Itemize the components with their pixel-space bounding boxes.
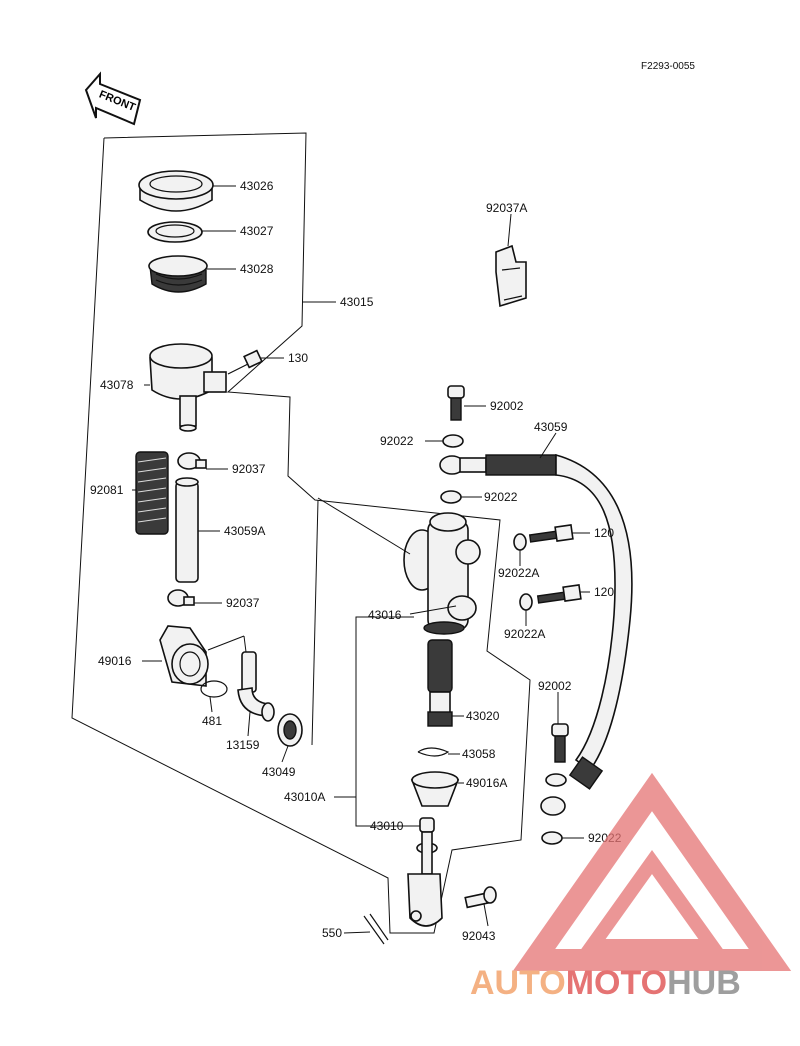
label-43028: 43028 [240, 262, 274, 276]
label-43059a: 43059A [224, 524, 265, 538]
label-92043: 92043 [462, 929, 496, 943]
front-arrow-icon: FRONT [84, 71, 142, 126]
part-43026-cap [138, 170, 214, 212]
leader-lines [132, 185, 590, 934]
part-92081-spring [135, 451, 169, 535]
label-92037-top: 92037 [232, 462, 266, 476]
label-43020: 43020 [466, 709, 500, 723]
label-43058: 43058 [462, 747, 496, 761]
part-92022-bottom-washer-b [541, 831, 563, 845]
label-92022a-bottom: 92022A [504, 627, 545, 641]
part-43027-plate [147, 221, 203, 243]
assembly-outline-43016 [311, 499, 319, 746]
part-92022-top-washer [442, 434, 464, 448]
watermark-triangle-icon [512, 772, 792, 971]
label-43026: 43026 [240, 179, 274, 193]
part-120-top-bolt [528, 524, 574, 543]
label-120-bottom: 120 [594, 585, 614, 599]
label-49016a: 49016A [466, 776, 507, 790]
part-92037-bottom-clamp [167, 589, 195, 607]
label-43078: 43078 [100, 378, 134, 392]
part-43059-hose [439, 453, 633, 816]
part-92037-top-clamp [177, 452, 207, 470]
watermark-text: AUTOMOTOHUB [470, 964, 741, 1002]
label-550: 550 [322, 926, 342, 940]
label-43015: 43015 [340, 295, 374, 309]
part-43078-reservoir [149, 343, 227, 432]
part-43016-master-cylinder [403, 512, 481, 635]
part-43010-push-rod [407, 817, 443, 927]
label-43016: 43016 [368, 608, 402, 622]
label-43027: 43027 [240, 224, 274, 238]
label-92022-mid: 92022 [484, 490, 518, 504]
label-92022-top: 92022 [380, 434, 414, 448]
part-92043-pin [464, 886, 497, 909]
assembly-outline-43015 [71, 132, 531, 934]
label-92002-bottom: 92002 [538, 679, 572, 693]
label-92002-top: 92002 [490, 399, 524, 413]
part-481-circlip [200, 680, 228, 698]
label-13159: 13159 [226, 738, 260, 752]
part-92022a-bottom-washer [519, 593, 533, 611]
part-92037a-clip [495, 244, 527, 308]
part-92022-bottom-washer-a [545, 773, 567, 787]
part-550-cotter-pin [363, 913, 389, 945]
label-43049: 43049 [262, 765, 296, 779]
label-49016: 49016 [98, 654, 132, 668]
part-43058-circlip [417, 747, 450, 757]
watermark-text-hub: HUB [667, 964, 741, 1002]
label-92037-bottom: 92037 [226, 596, 260, 610]
part-13159-elbow [237, 651, 275, 722]
part-92002-bottom-bolt [551, 723, 569, 763]
watermark-text-moto: MOTO [566, 964, 667, 1002]
part-labels: 43026 43027 43028 43015 130 43078 92037A… [90, 179, 622, 943]
label-43059: 43059 [534, 420, 568, 434]
part-49016a-boot [410, 771, 460, 807]
part-120-bottom-bolt [536, 584, 582, 604]
label-130: 130 [288, 351, 308, 365]
part-43049-seal [277, 713, 303, 747]
label-92081: 92081 [90, 483, 124, 497]
label-43010a: 43010A [284, 790, 325, 804]
part-43028-diaphragm [148, 255, 208, 293]
label-120-top: 120 [594, 526, 614, 540]
label-43010: 43010 [370, 819, 404, 833]
part-92022-mid-washer [440, 490, 462, 504]
diagram-code: F2293-0055 [641, 61, 695, 72]
part-92002-top-bolt [447, 385, 465, 421]
watermark-logo [512, 772, 792, 971]
part-43059a-hose [175, 477, 199, 583]
part-49016-boot [159, 625, 209, 687]
watermark-text-auto: AUTO [470, 964, 566, 1002]
part-92022a-top-washer [513, 533, 527, 551]
label-481: 481 [202, 714, 222, 728]
label-92022a-top: 92022A [498, 566, 539, 580]
part-130-bolt [227, 349, 263, 375]
part-43020-piston [427, 639, 453, 727]
label-92037a: 92037A [486, 201, 527, 215]
